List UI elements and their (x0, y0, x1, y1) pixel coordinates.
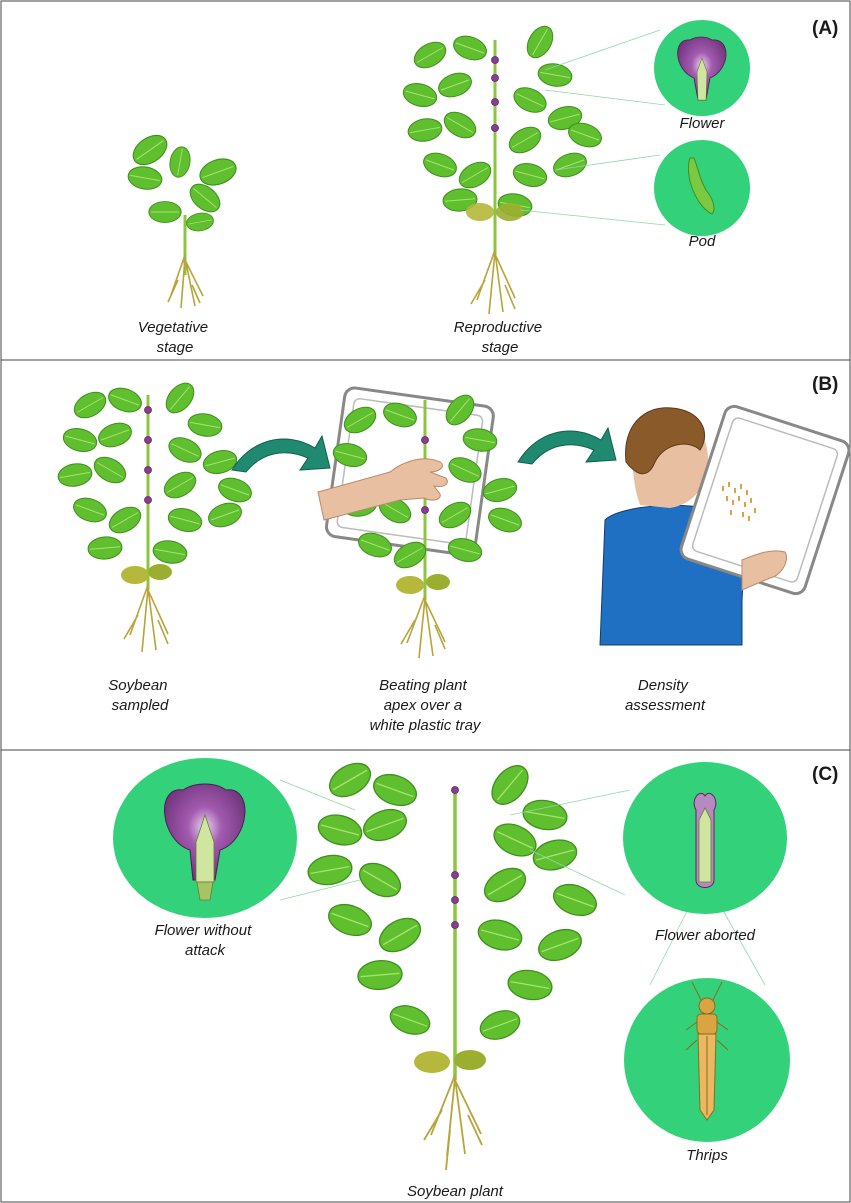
soybean-plant-large (306, 757, 601, 1170)
caption-soybean-plant: Soybean plant (407, 1183, 504, 1200)
flower-bubble (654, 20, 750, 116)
vegetative-plant (126, 129, 239, 308)
caption-sampled: Soybean sampled (108, 677, 171, 714)
caption-beating: Beating plant apex over a white plastic … (370, 677, 482, 734)
caption-pod: Pod (689, 233, 716, 250)
flower-without-attack-bubble (113, 758, 297, 918)
caption-density: Density assessment (625, 677, 706, 714)
panel-label-a: (A) (812, 18, 838, 39)
caption-flower-aborted: Flower aborted (655, 927, 756, 944)
caption-reproductive: Reproductive stage (454, 319, 547, 356)
pod-bubble (654, 140, 750, 236)
panel-label-b: (B) (812, 374, 838, 395)
caption-thrips: Thrips (686, 1147, 728, 1164)
sampled-plant (56, 378, 254, 652)
arrow-to-density (518, 428, 616, 464)
caption-vegetative: Vegetative stage (138, 319, 213, 356)
caption-flower: Flower (679, 115, 725, 132)
person-with-tray (600, 404, 851, 645)
reproductive-plant (401, 22, 605, 314)
beating-scene (318, 387, 525, 658)
caption-flower-without-attack: Flower without attack (155, 922, 256, 959)
flower-aborted-bubble (623, 762, 787, 914)
thrips-bubble (624, 978, 790, 1142)
panel-label-c: (C) (812, 764, 838, 785)
arrow-to-beating (232, 436, 330, 472)
